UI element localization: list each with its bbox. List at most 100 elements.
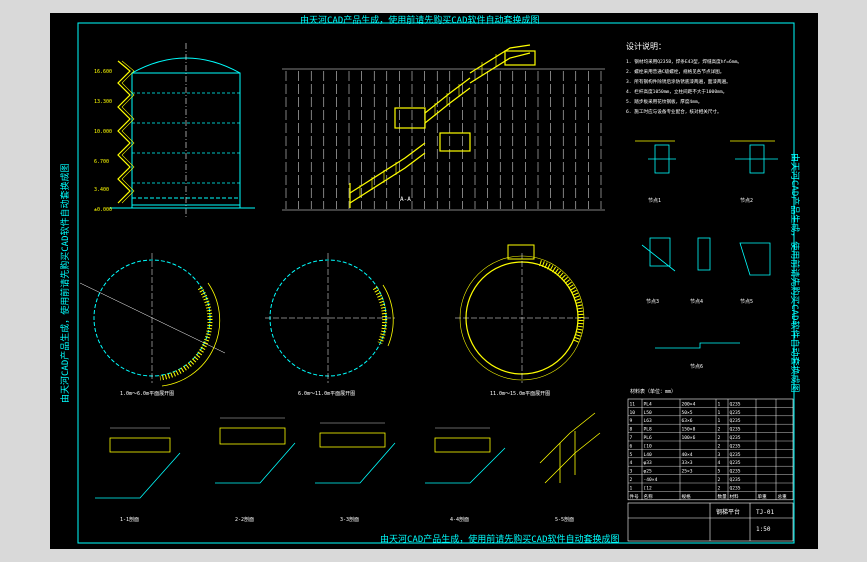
- level-label-3: 10.000: [94, 129, 112, 135]
- notes-line-6: 6. 施工时应与设备专业配合，核对相关尺寸。: [626, 108, 722, 115]
- material-table-cell: 5: [630, 452, 633, 458]
- material-table-cell: Q235: [730, 418, 741, 424]
- material-table-cell: 5: [718, 469, 721, 475]
- material-table-cell: 8: [630, 427, 633, 433]
- watermark-left: 由天河CAD产品生成，使用前请先购买CAD软件自动套换成图: [59, 163, 71, 403]
- section-title-3: 3-3剖面: [340, 516, 359, 523]
- material-table-cell: 2: [718, 477, 721, 483]
- detail-title-5: 节点5: [740, 299, 753, 305]
- section-title-2: 2-2剖面: [235, 516, 254, 523]
- material-table-cell: 200×4: [682, 401, 696, 407]
- material-table-cell: 3: [718, 452, 721, 458]
- material-table-header-cell: 规格: [682, 493, 692, 500]
- watermark-top: 由天河CAD产品生成，使用前请先购买CAD软件自动套换成图: [300, 14, 540, 26]
- plan-view-3: 11.0m～15.0m平面展开图: [455, 244, 590, 397]
- material-table-cell: 63×6: [682, 418, 693, 424]
- material-table-cell: Q235: [730, 435, 741, 441]
- material-table-cell: Q235: [730, 485, 741, 491]
- material-table-cell: 50×5: [682, 410, 693, 416]
- detail-title-4: 节点4: [690, 299, 703, 305]
- material-table-cell: Q235: [730, 477, 741, 483]
- material-table-cell: 9: [630, 418, 633, 424]
- material-table-cell: Q235: [730, 427, 741, 433]
- material-table-cell: φ25: [644, 469, 653, 475]
- material-table-cell: 1: [630, 485, 633, 491]
- material-table-cell: PL4: [644, 401, 653, 407]
- material-table-header-cell: 名称: [644, 493, 654, 500]
- material-table-cell: φ33: [644, 460, 653, 466]
- material-table-cell: 7: [630, 435, 633, 441]
- stair-elevation-title: A-A: [400, 196, 411, 203]
- cad-drawing-canvas[interactable]: 由天河CAD产品生成，使用前请先购买CAD软件自动套换成图 由天河CAD产品生成…: [50, 13, 818, 549]
- notes-line-1: 1. 钢材均采用Q235B，焊条E43型，焊缝高度hf=6mm。: [626, 58, 742, 65]
- material-table-cell: PL8: [644, 427, 653, 433]
- node-details: [641, 144, 778, 349]
- level-label-5: 3.400: [94, 187, 109, 193]
- detail-title-1: 节点1: [648, 198, 661, 204]
- title-block-scale: 1:50: [756, 526, 771, 533]
- section-title-4: 4-4剖面: [450, 516, 469, 523]
- notes-line-4: 4. 栏杆高度1050mm，立柱间距不大于1000mm。: [626, 88, 727, 95]
- stair-elevation-view: A-A: [282, 44, 605, 211]
- title-block-number: TJ-01: [756, 509, 774, 516]
- material-table-cell: 40×4: [682, 452, 693, 458]
- material-table-cell: PL6: [644, 435, 653, 441]
- material-table-cell: 2: [718, 427, 721, 433]
- material-table-cell: 2: [718, 443, 721, 449]
- title-block-title: 钢梯平台: [716, 508, 740, 516]
- design-notes: 设计说明： 1. 钢材均采用Q235B，焊条E43型，焊缝高度hf=6mm。 2…: [626, 41, 742, 115]
- watermark-right: 由天河CAD产品生成，使用前请先购买CAD软件自动套换成图: [789, 153, 801, 393]
- level-label-6: ±0.000: [94, 207, 112, 213]
- plan-view-2: 6.0m～11.0m平面展开图: [265, 253, 395, 397]
- material-table-cell: 33×3: [682, 460, 693, 466]
- material-table-cell: Q235: [730, 401, 741, 407]
- material-table-cell: 4: [718, 460, 721, 466]
- material-table-cell: L50: [644, 410, 653, 416]
- section-title-5: 5-5剖面: [555, 516, 574, 523]
- material-table-cell: Q235: [730, 410, 741, 416]
- tank-elevation-view: 16.600 13.300 10.000 6.700 3.400 ±0.000: [94, 43, 255, 218]
- level-label-2: 13.300: [94, 99, 112, 105]
- material-table-cell: 4: [630, 460, 633, 466]
- material-table-cell: 100×6: [682, 435, 696, 441]
- material-table-cell: [10: [644, 443, 653, 449]
- material-table-cell: Q235: [730, 452, 741, 458]
- material-table-cell: [12: [644, 485, 653, 491]
- material-table-cell: 1: [718, 418, 721, 424]
- drawing-frame: [77, 22, 795, 544]
- plan-title-1: 1.0m～6.0m平面展开图: [120, 391, 174, 397]
- notes-heading: 设计说明：: [626, 41, 666, 51]
- material-table-title: 材料表（单位：mm）: [630, 388, 676, 395]
- material-table-cell: 25×3: [682, 469, 693, 475]
- detail-title-3: 节点3: [646, 299, 659, 305]
- material-table-cell: 11: [630, 401, 636, 407]
- detail-title-6: 节点6: [690, 364, 703, 370]
- material-table-cell: 10: [630, 410, 636, 416]
- plan-title-2: 6.0m～11.0m平面展开图: [298, 391, 355, 397]
- material-table-cell: 1: [718, 401, 721, 407]
- material-table-cell: L40: [644, 452, 653, 458]
- level-label-4: 6.700: [94, 159, 109, 165]
- plan-title-3: 11.0m～15.0m平面展开图: [490, 391, 550, 397]
- material-table-cell: 6: [630, 443, 633, 449]
- notes-line-2: 2. 螺栓采用普通C级螺栓，规格见各节点详图。: [626, 68, 724, 75]
- material-table-header-cell: 件号: [630, 493, 640, 500]
- material-table-cell: 150×8: [682, 427, 696, 433]
- title-block: [627, 502, 794, 542]
- material-table-cell: 2: [718, 485, 721, 491]
- material-table-cell: L63: [644, 418, 653, 424]
- material-table-header-cell: 单重: [758, 493, 768, 500]
- material-table-header-cell: 总重: [778, 493, 788, 500]
- material-table-cell: 2: [718, 435, 721, 441]
- plan-view-1: 1.0m～6.0m平面展开图: [79, 253, 226, 397]
- watermark-bottom: 由天河CAD产品生成，使用前请先购买CAD软件自动套换成图: [380, 533, 620, 545]
- material-table-cell: 1: [718, 410, 721, 416]
- cad-viewport[interactable]: 由天河CAD产品生成，使用前请先购买CAD软件自动套换成图 由天河CAD产品生成…: [50, 13, 818, 549]
- detail-title-2: 节点2: [740, 198, 753, 204]
- level-label-1: 16.600: [94, 69, 112, 75]
- material-table-cell: 3: [630, 469, 633, 475]
- material-table-cell: -40×4: [644, 477, 658, 483]
- material-table-header-cell: 数量: [718, 493, 728, 500]
- notes-line-5: 5. 踏步板采用花纹钢板，厚度4mm。: [626, 98, 702, 105]
